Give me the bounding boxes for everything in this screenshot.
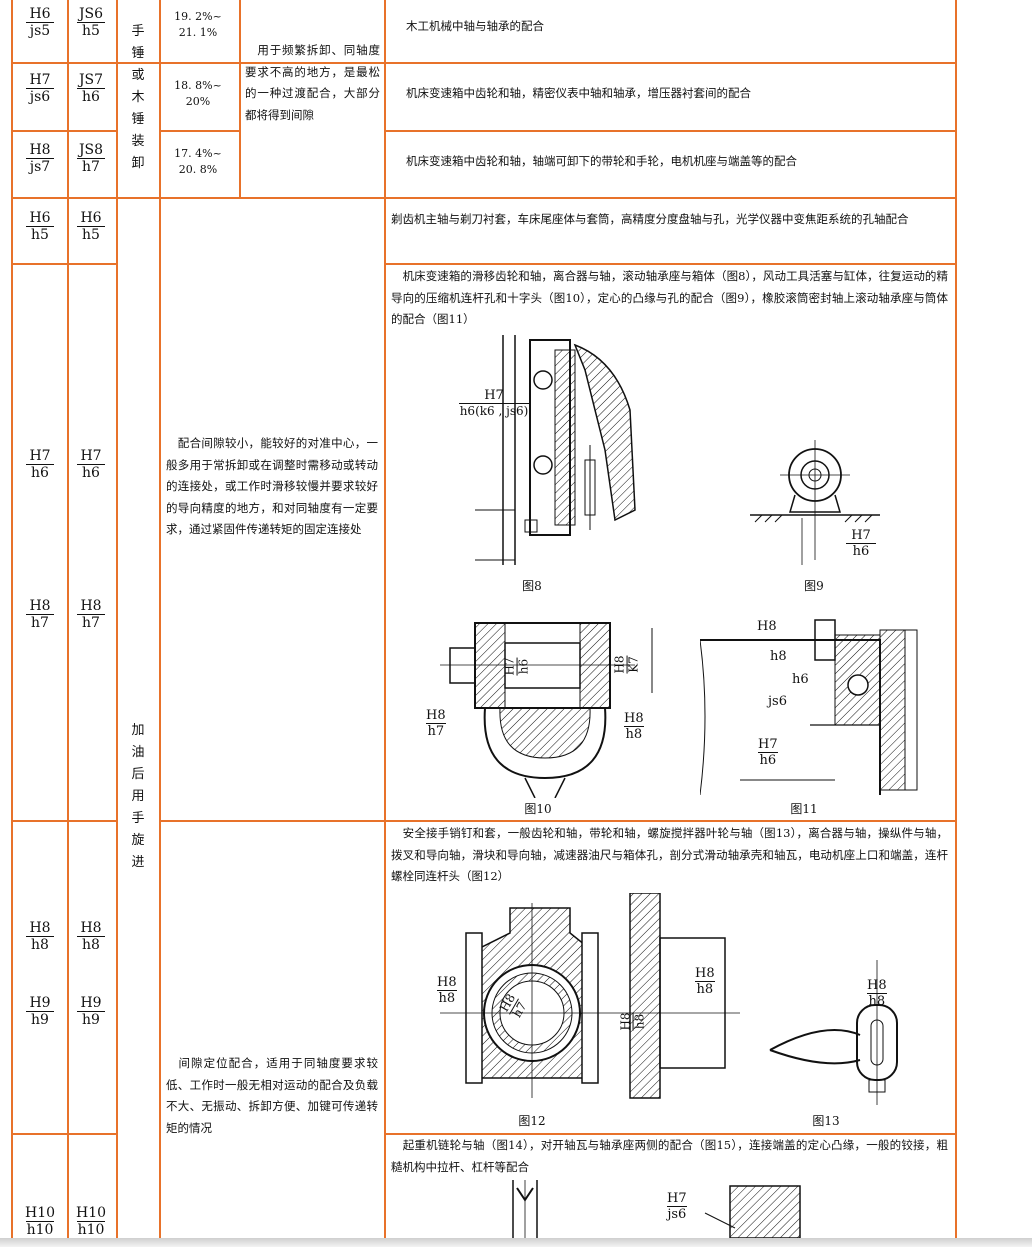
figure-14-drawing — [495, 1180, 555, 1238]
col-divider — [159, 0, 161, 1240]
application-example: 木工机械中轴与轴承的配合 — [406, 19, 544, 33]
fig11-fit-label: h8 — [770, 649, 787, 664]
col-divider — [116, 0, 118, 1240]
col-divider — [11, 0, 13, 1240]
application-example: 剃齿机主轴与剃刀衬套，车床尾座体与套筒，高精度分度盘轴与孔，光学仪器中变焦距系统… — [391, 212, 909, 226]
application-example: 机床变速箱中齿轮和轴，轴端可卸下的带轮和手轮，电机机座与端盖等的配合 — [406, 154, 797, 168]
clearance-probability: 17. 4%~20. 8% — [174, 147, 222, 176]
row-divider — [385, 263, 956, 265]
row-divider — [12, 820, 117, 822]
application-example: 机床变速箱的滑移齿轮和轴，离合器与轴，滚动轴承座与箱体（图8），风动工具活塞与缸… — [391, 269, 948, 326]
application-example: 安全接手销钉和套，一般齿轮和轴，带轮和轴，螺旋搅拌器叶轮与轴（图13），离合器与… — [391, 826, 948, 883]
row-divider — [12, 263, 117, 265]
fig11-fit-label: js6 — [768, 694, 787, 709]
fit-characteristics: 配合间隙较小，能较好的对准中心，一般多用于常拆卸或在调整时需移动或转动的连接处，… — [166, 436, 378, 536]
application-example: 机床变速箱中齿轮和轴，精密仪表中轴和轴承，增压器衬套间的配合 — [406, 86, 751, 100]
clearance-probability: 18. 8%~20% — [174, 79, 222, 108]
fig11-fit-label: H8 — [757, 619, 777, 634]
row-divider — [385, 1133, 956, 1135]
row-divider — [12, 1133, 117, 1135]
figure-11-caption: 图11 — [790, 802, 818, 816]
figure-9-caption: 图9 — [804, 579, 824, 593]
row-divider — [160, 820, 956, 822]
figure-8-caption: 图8 — [522, 579, 542, 593]
fit-characteristics: 间隙定位配合，适用于同轴度要求较低、工作时一般无相对运动的配合及负载不大、无振动… — [166, 1056, 378, 1135]
row-divider — [12, 197, 956, 199]
row-divider — [12, 62, 956, 64]
row-divider — [160, 130, 240, 132]
assembly-method-oil: 加油后用手旋进 — [131, 723, 145, 870]
row-divider — [12, 130, 117, 132]
figure-10-caption: 图10 — [524, 802, 552, 816]
assembly-method-hammer: 手锤或木锤装卸 — [131, 24, 145, 171]
col-divider — [239, 0, 241, 197]
figure-13-caption: 图13 — [812, 1114, 840, 1128]
clearance-probability: 19. 2%~21. 1% — [174, 10, 222, 39]
col-divider — [67, 0, 69, 1240]
row-divider — [385, 130, 956, 132]
application-example: 起重机链轮与轴（图14），对开轴瓦与轴承座两侧的配合（图15），连接端盖的定心凸… — [391, 1138, 948, 1174]
figure-12-caption: 图12 — [518, 1114, 546, 1128]
fig11-fit-label: h6 — [792, 672, 809, 687]
fit-characteristics: 用于频繁拆卸、同轴度要求不高的地方，是最松的一种过渡配合，大部分都将得到间隙 — [245, 43, 380, 122]
col-divider — [955, 0, 957, 1240]
viewport-bottom-edge — [0, 1238, 1032, 1247]
col-divider — [384, 0, 386, 1240]
